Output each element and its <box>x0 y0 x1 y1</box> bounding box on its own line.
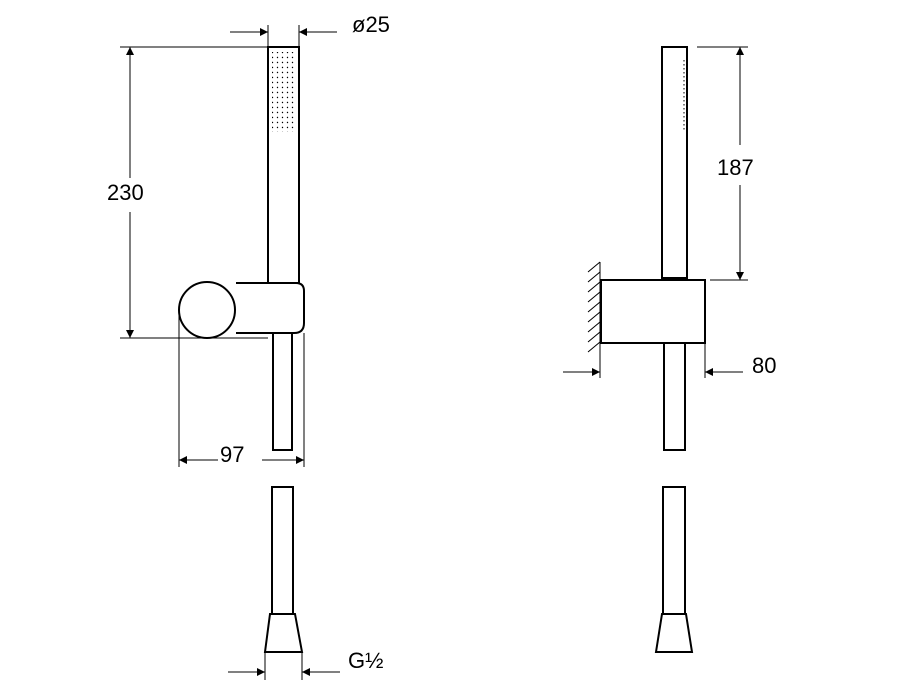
front-projection-label: 97 <box>220 442 244 467</box>
hose-connector <box>263 613 304 653</box>
hose-connector-side <box>654 613 694 653</box>
wall-bracket <box>236 282 305 334</box>
hose-upper-side <box>663 342 686 451</box>
handle-length-label: 187 <box>717 155 754 180</box>
side-projection-label: 80 <box>752 353 776 378</box>
bracket-knob <box>178 281 236 339</box>
hand-shower-side <box>661 46 688 279</box>
wall-hatching <box>587 261 601 353</box>
wall-bracket-side <box>600 279 706 344</box>
diameter-label: ø25 <box>352 12 390 37</box>
side-view: 187 80 <box>563 46 776 653</box>
overall-height-label: 230 <box>107 180 144 205</box>
hose-upper <box>272 332 293 451</box>
hose-lower <box>271 486 294 615</box>
front-view: ø25 230 97 G½ <box>107 12 390 680</box>
shower-head-nozzles <box>272 52 295 132</box>
thread-label: G½ <box>348 648 383 673</box>
hose-lower-side <box>662 486 686 615</box>
